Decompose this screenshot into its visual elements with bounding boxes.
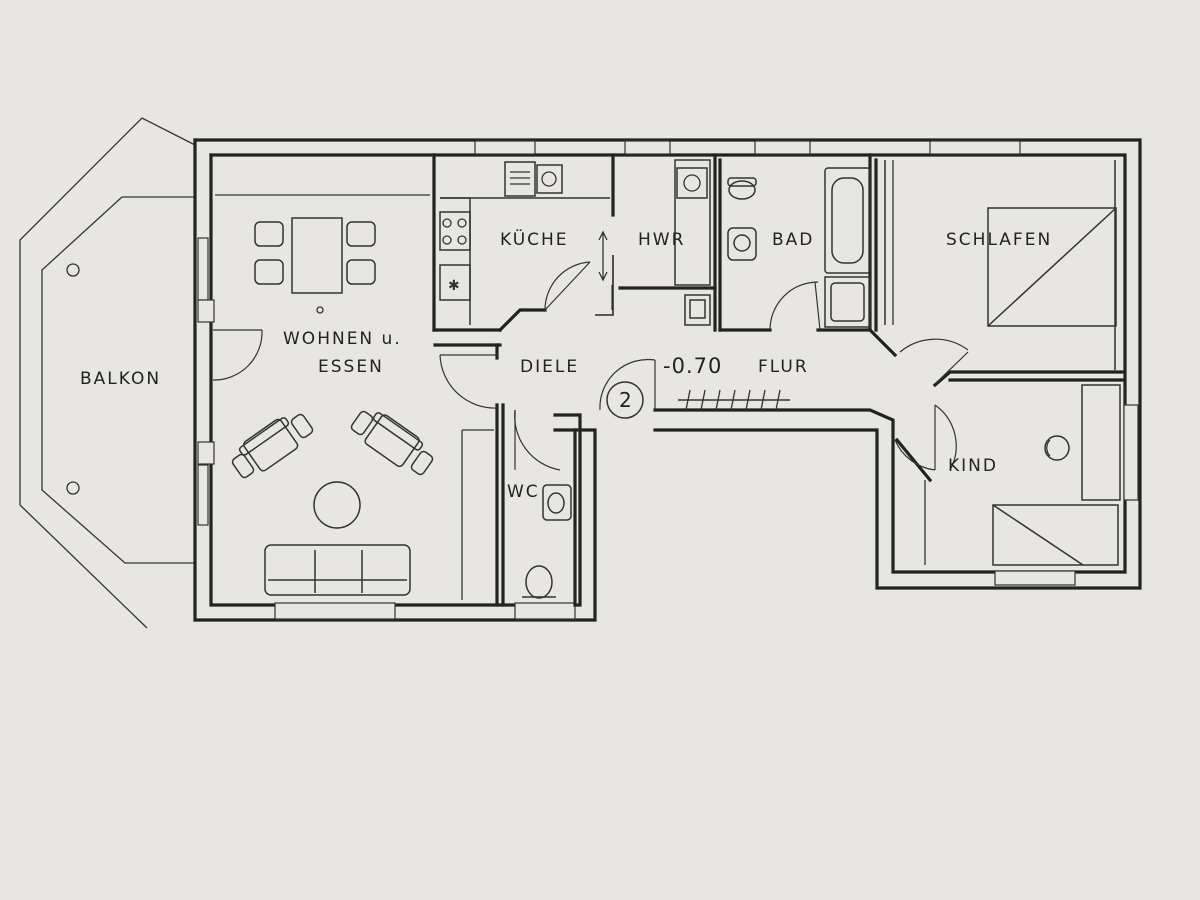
doors: [212, 261, 969, 471]
room-label-balkon: BALKON: [80, 369, 162, 389]
room-label-diele: DIELE: [520, 357, 580, 377]
room-label-flur: FLUR: [758, 357, 809, 377]
windows: [197, 140, 1139, 620]
room-label-wc: WC: [507, 482, 540, 502]
room-label-schlafen: SCHLAFEN: [946, 230, 1053, 250]
room-label-hwr: HWR: [638, 230, 686, 250]
kitchen-fixtures: ✱: [439, 161, 610, 325]
floor-level-label: -0.70: [663, 354, 723, 378]
balcony: [19, 117, 196, 629]
room-label-bad: BAD: [772, 230, 815, 250]
hwr-fixtures: [674, 159, 711, 326]
room-label-kueche: KÜCHE: [500, 230, 569, 250]
svg-text:✱: ✱: [448, 278, 460, 294]
bathroom-fixtures: [727, 167, 871, 328]
bedroom-fixtures: [884, 160, 1117, 370]
unit-marker-circle: [606, 381, 644, 419]
stair-hatch: [678, 389, 790, 411]
wc-fixtures: [522, 484, 572, 599]
room-label-essen: ESSEN: [318, 357, 384, 377]
room-label-wohnen: WOHNEN u.: [283, 329, 402, 349]
kids-room-fixtures: [924, 384, 1121, 566]
room-label-kind: KIND: [948, 456, 998, 476]
interior-walls: [432, 153, 1124, 607]
unit-marker-number: 2: [619, 388, 632, 412]
living-furniture: [215, 194, 494, 600]
